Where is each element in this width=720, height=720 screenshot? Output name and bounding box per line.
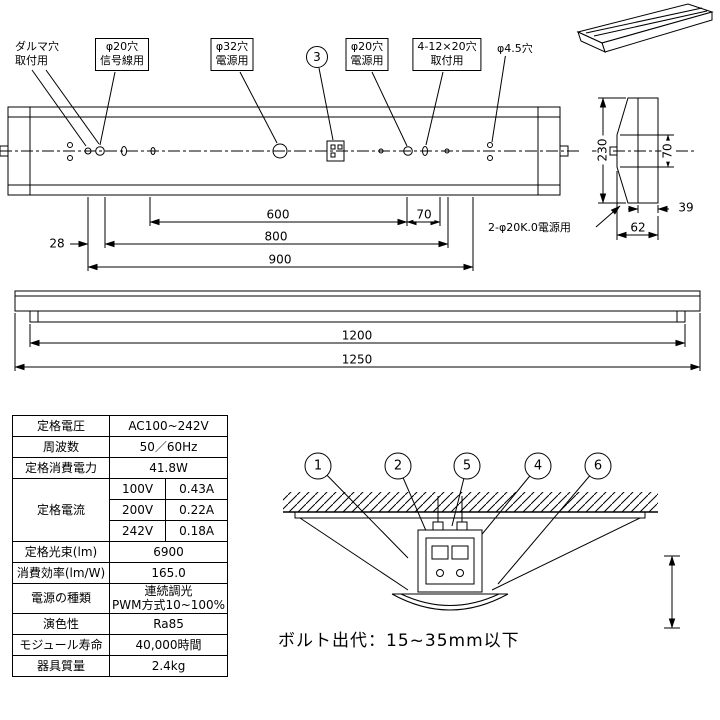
spec-value-flux: 6900 xyxy=(108,541,229,563)
callout-phi20-signal: φ20穴 信号線用 xyxy=(95,38,149,71)
callout-mounting-holes: 4-12×20穴 取付用 xyxy=(412,38,482,71)
spec-current-1-volt: 200V xyxy=(108,499,167,521)
plan-view xyxy=(0,51,580,271)
spec-current-0-volt: 100V xyxy=(108,478,167,500)
dim-28: 28 xyxy=(46,237,68,251)
bolt-protrusion-note: ボルト出代：15~35mm以下 xyxy=(278,626,520,651)
spec-current-1-amp: 0.22A xyxy=(165,499,229,521)
part-balloon-3: 3 xyxy=(306,46,328,68)
dim-70: 70 xyxy=(413,208,435,222)
part-balloon-5: 5 xyxy=(453,452,481,480)
dim-600: 600 xyxy=(263,208,293,222)
dim-1250: 1250 xyxy=(338,353,376,367)
spec-value-voltage: AC100~242V xyxy=(108,415,229,437)
spec-label-efficiency: 消費効率(lm/W) xyxy=(12,562,110,584)
part-balloon-4: 4 xyxy=(524,452,552,480)
spec-label-power: 定格消費電力 xyxy=(12,457,110,479)
spec-label-cri: 演色性 xyxy=(12,612,110,635)
callout-daruma-hole: ダルマ穴 取付用 xyxy=(14,40,60,69)
table-row: 電源の種類 連続調光 PWM方式10~100% xyxy=(12,583,229,614)
spec-value-weight: 2.4kg xyxy=(108,654,229,677)
table-row: 定格消費電力 41.8W xyxy=(12,457,229,479)
table-row: 200V 0.22A xyxy=(13,499,229,521)
spec-label-power-type: 電源の種類 xyxy=(12,583,110,614)
spec-value-power-type: 連続調光 PWM方式10~100% xyxy=(108,583,229,614)
spec-current-0-amp: 0.43A xyxy=(165,478,229,500)
table-row: 定格電圧 AC100~242V xyxy=(12,415,229,437)
callout-phi20-signal-line2: 信号線用 xyxy=(100,54,144,68)
table-row: 器具質量 2.4kg xyxy=(12,654,229,677)
spec-value-frequency: 50／60Hz xyxy=(108,436,229,458)
part-balloon-6: 6 xyxy=(584,452,612,480)
side-view xyxy=(14,290,701,371)
table-row: 周波数 50／60Hz xyxy=(12,436,229,458)
spec-table: 定格電圧 AC100~242V 周波数 50／60Hz 定格消費電力 41.8W… xyxy=(12,415,229,677)
callout-daruma-line1: ダルマ穴 xyxy=(15,40,59,53)
callout-phi20-power-line1: φ20穴 xyxy=(350,40,384,53)
callout-phi32-power-line2: 電源用 xyxy=(215,54,249,68)
spec-current-2-volt: 242V xyxy=(108,520,167,542)
spec-value-efficiency: 165.0 xyxy=(108,562,229,584)
dim-230: 230 xyxy=(595,135,610,165)
callout-phi32-power-line1: φ32穴 xyxy=(215,40,249,53)
install-view xyxy=(283,465,680,629)
part-balloon-2: 2 xyxy=(384,452,412,480)
table-row: モジュール寿命 40,000時間 xyxy=(12,633,229,656)
dim-39: 39 xyxy=(675,201,697,215)
spec-label-current: 定格電流 xyxy=(12,478,110,542)
callout-phi20-power: φ20穴 電源用 xyxy=(345,38,389,71)
isometric-view xyxy=(576,3,714,53)
table-row: 消費効率(lm/W) 165.0 xyxy=(12,562,229,584)
spec-power-type-line1: 連続調光 xyxy=(144,584,193,598)
spec-power-type-line2: PWM方式10~100% xyxy=(112,598,226,613)
spec-label-module-life: モジュール寿命 xyxy=(12,633,110,656)
spec-label-voltage: 定格電圧 xyxy=(12,415,110,437)
table-row: 演色性 Ra85 xyxy=(12,612,229,635)
callout-mounting-line2: 取付用 xyxy=(430,54,464,68)
callout-phi45-hole: φ4.5穴 xyxy=(496,42,534,57)
dim-70-end: 70 xyxy=(660,140,675,162)
spec-value-power: 41.8W xyxy=(108,457,229,479)
dim-800: 800 xyxy=(261,230,291,244)
spec-label-flux: 定格光束(lm) xyxy=(12,541,110,563)
callout-phi20-signal-line1: φ20穴 xyxy=(105,40,139,53)
callout-phi20-power-line2: 電源用 xyxy=(350,54,384,68)
part-balloon-1: 1 xyxy=(304,452,332,480)
spec-value-module-life: 40,000時間 xyxy=(108,633,229,656)
spec-label-weight: 器具質量 xyxy=(12,654,110,677)
spec-value-cri: Ra85 xyxy=(108,612,229,635)
spec-label-frequency: 周波数 xyxy=(12,436,110,458)
dim-62: 62 xyxy=(627,221,649,235)
callout-mounting-line1: 4-12×20穴 xyxy=(417,40,477,53)
table-row: 定格電流 100V 0.43A xyxy=(12,478,229,542)
dim-1200: 1200 xyxy=(338,329,376,343)
dim-900: 900 xyxy=(265,253,295,267)
end-view xyxy=(592,97,694,240)
table-row: 定格光束(lm) 6900 xyxy=(12,541,229,563)
spec-current-2-amp: 0.18A xyxy=(165,520,229,542)
callout-knockout: 2-φ20K.0電源用 xyxy=(487,221,572,236)
callout-phi32-power: φ32穴 電源用 xyxy=(210,38,254,71)
callout-daruma-line2: 取付用 xyxy=(15,54,48,68)
